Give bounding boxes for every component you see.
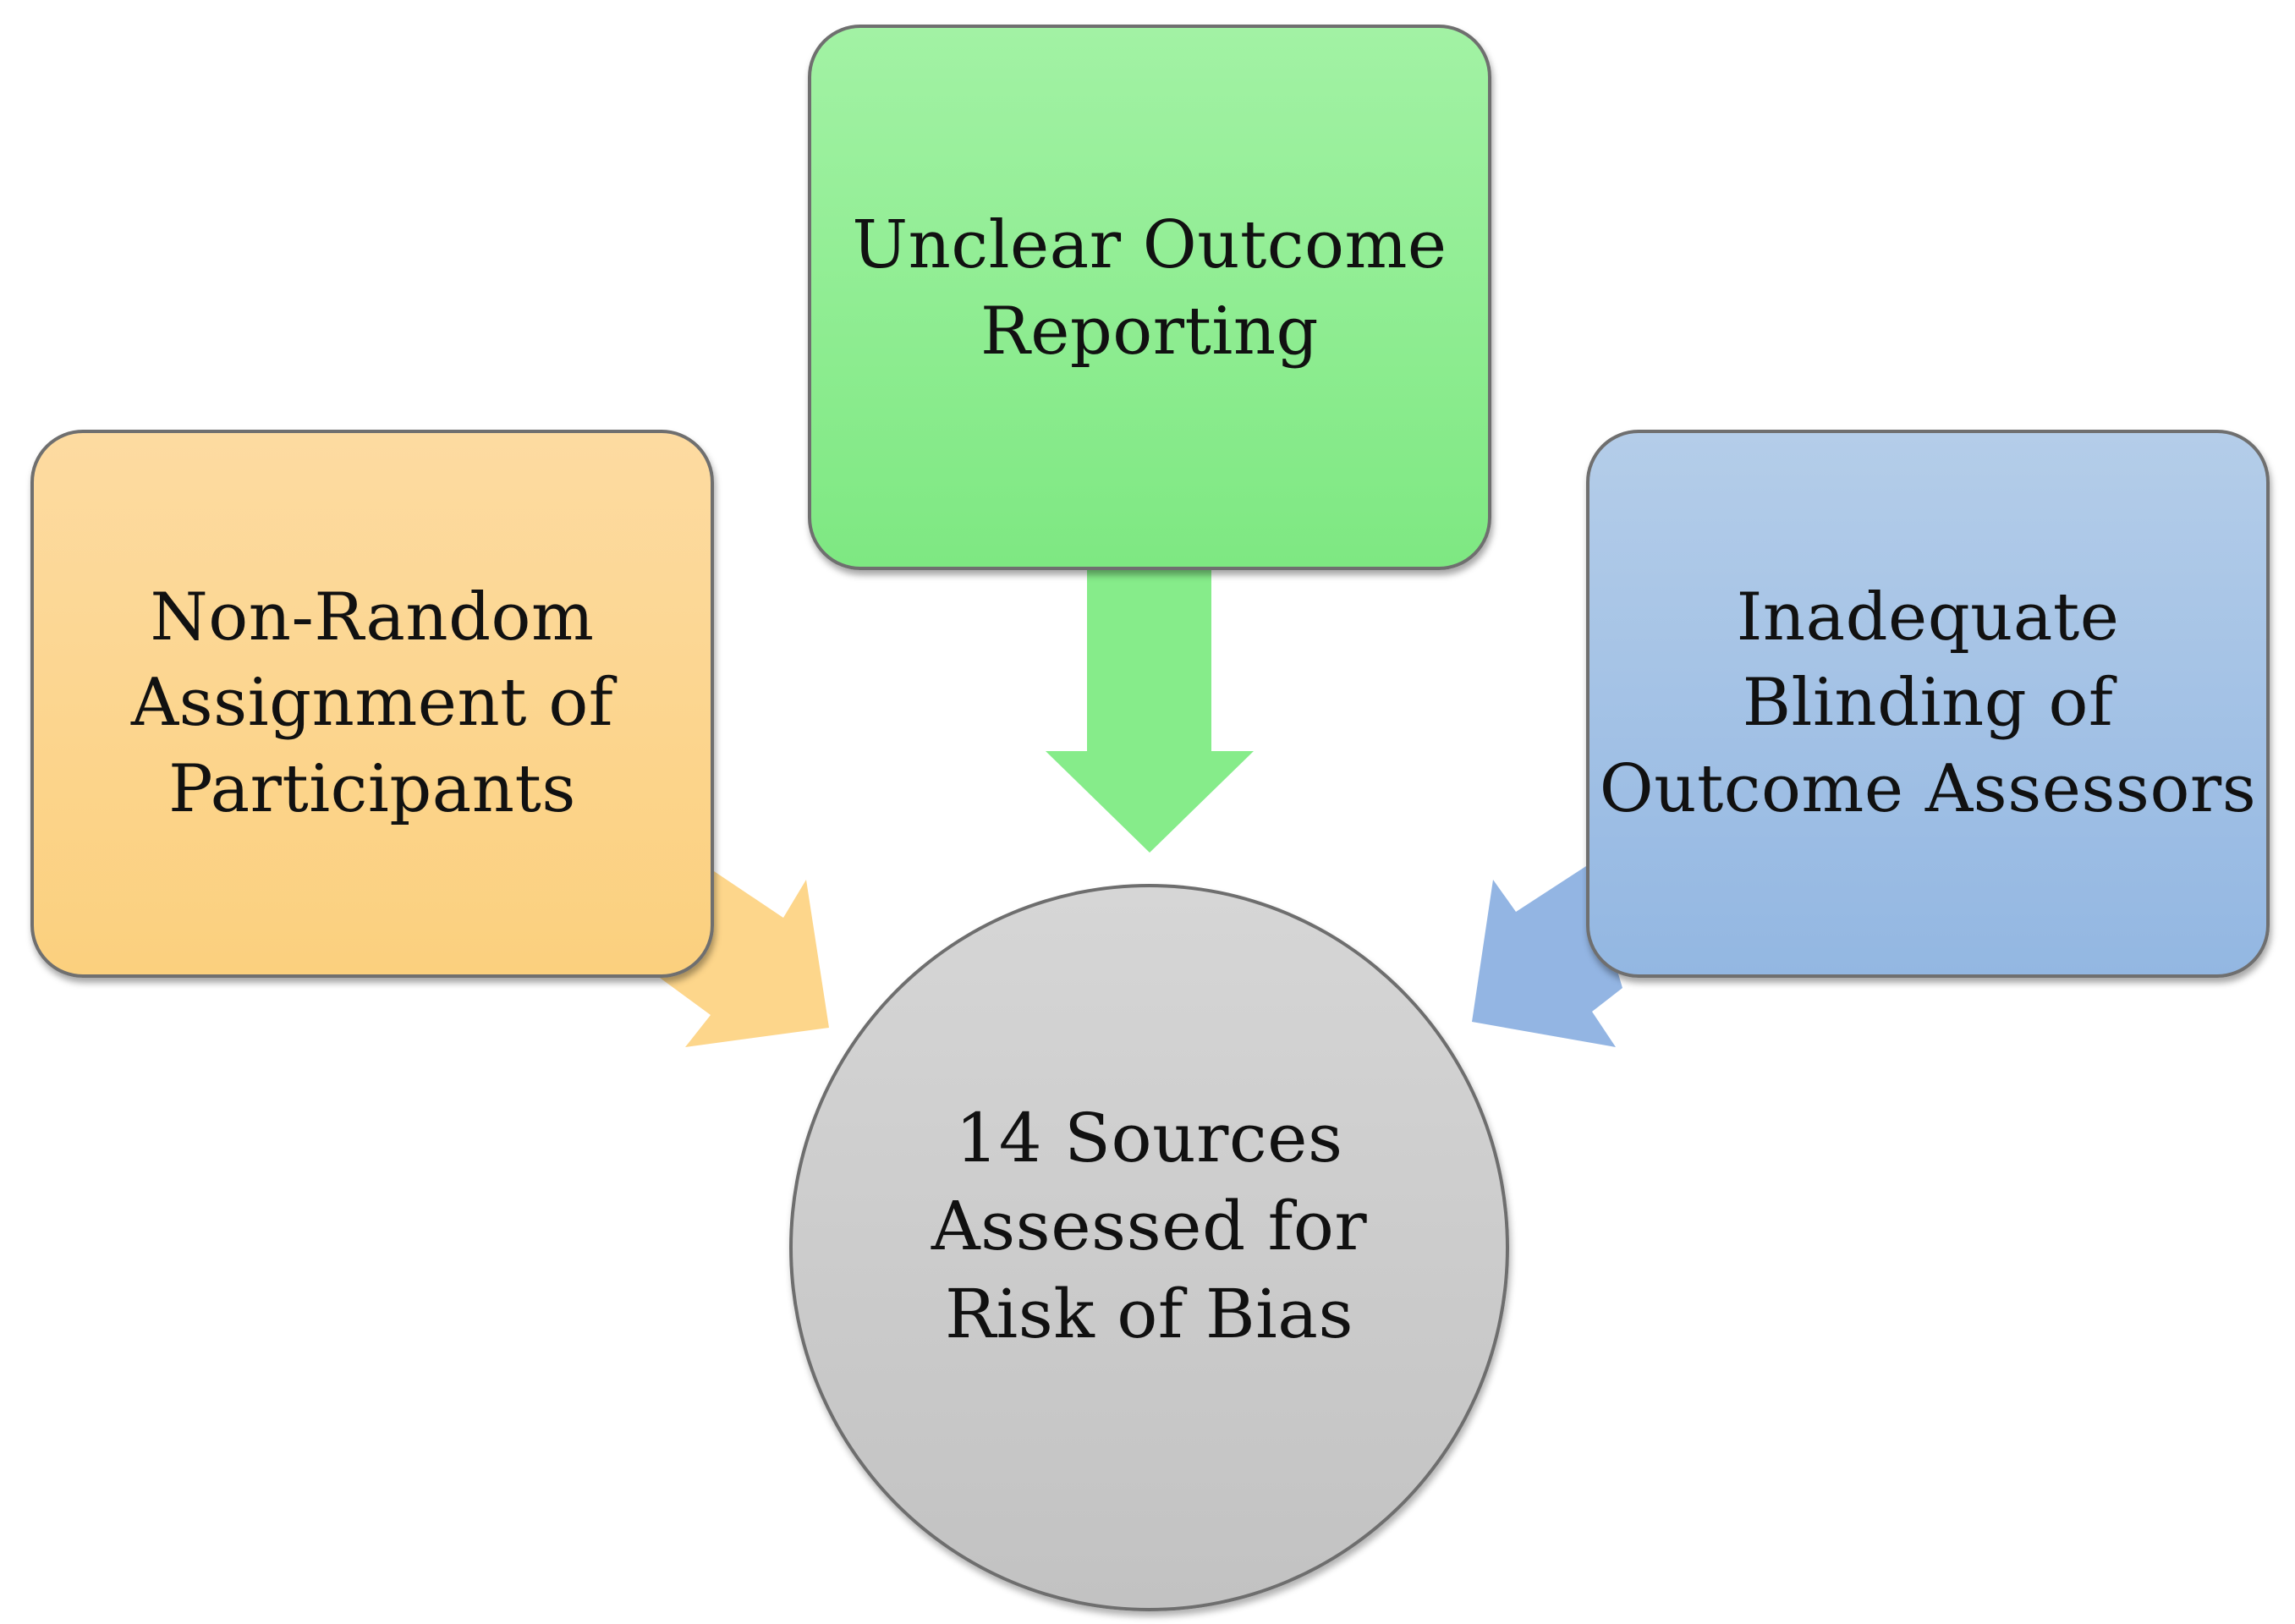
node-non-random-assignment: Non-Random Assignment of Participants (30, 430, 714, 978)
node-sources-assessed-label: 14 Sources Assessed for Risk of Bias (931, 1099, 1368, 1353)
node-unclear-outcome-reporting: Unclear Outcome Reporting (808, 25, 1491, 570)
arrow-top-to-center (1046, 570, 1254, 853)
node-non-random-assignment-label: Non-Random Assignment of Participants (130, 579, 614, 827)
node-inadequate-blinding: Inadequate Blinding of Outcome Assessors (1586, 430, 2270, 978)
arrow-right-to-center (1472, 866, 1622, 1047)
node-unclear-outcome-reporting-label: Unclear Outcome Reporting (852, 207, 1447, 370)
node-inadequate-blinding-label: Inadequate Blinding of Outcome Assessors (1599, 579, 2257, 827)
node-sources-assessed: 14 Sources Assessed for Risk of Bias (789, 884, 1509, 1611)
